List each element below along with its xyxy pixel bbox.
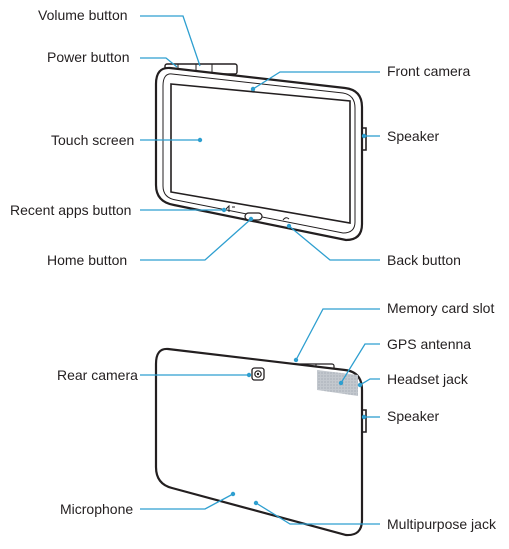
label-volume-button: Volume button xyxy=(38,7,128,23)
leader-power-button xyxy=(140,57,178,68)
recent-apps-icon[interactable] xyxy=(225,204,235,212)
touch-screen-area[interactable] xyxy=(170,83,351,224)
gps-antenna-region xyxy=(317,370,358,396)
dot-home-button xyxy=(248,216,254,222)
rear-side-speaker xyxy=(362,409,367,433)
label-rear-camera: Rear camera xyxy=(57,367,138,383)
leader-lines xyxy=(140,15,380,525)
leader-home-button xyxy=(140,218,252,261)
dot-front-camera xyxy=(250,86,256,92)
dot-back-button xyxy=(286,223,292,229)
label-memory-card-slot: Memory card slot xyxy=(387,300,495,316)
label-home-button: Home button xyxy=(47,252,128,268)
label-gps-antenna: GPS antenna xyxy=(387,336,472,352)
leader-front-camera xyxy=(252,71,380,90)
leader-microphone xyxy=(140,493,234,510)
leader-gps-antenna xyxy=(340,343,380,384)
leader-back-button xyxy=(288,225,380,261)
label-microphone: Microphone xyxy=(60,501,134,517)
dot-recent-apps xyxy=(221,207,227,213)
home-button-shape[interactable] xyxy=(244,212,263,221)
front-side-speaker xyxy=(362,127,367,151)
leader-volume-button xyxy=(140,15,201,67)
rear-tablet-body xyxy=(154,347,364,537)
front-view-tablet xyxy=(154,63,367,242)
label-speaker-front: Speaker xyxy=(387,128,440,144)
leader-memory-card-slot xyxy=(295,308,380,361)
label-multipurpose-jack: Multipurpose jack xyxy=(387,516,496,532)
label-touch-screen: Touch screen xyxy=(51,132,135,148)
dot-microphone xyxy=(230,491,236,497)
label-recent-apps-button: Recent apps button xyxy=(10,202,132,218)
dot-touch-screen xyxy=(197,137,203,143)
leader-headset-jack xyxy=(359,378,380,386)
dot-rear-camera xyxy=(246,372,252,378)
label-headset-jack: Headset jack xyxy=(387,371,468,387)
dot-memory-card-slot xyxy=(293,357,299,363)
dot-speaker-front xyxy=(361,133,367,139)
dot-gps-antenna xyxy=(338,380,344,386)
rear-view-tablet xyxy=(154,347,367,537)
leader-dots xyxy=(197,86,367,506)
back-button-icon[interactable] xyxy=(282,217,290,221)
leader-multipurpose-jack xyxy=(255,502,380,525)
dot-speaker-rear xyxy=(361,414,367,420)
dot-multipurpose-jack xyxy=(253,500,259,506)
label-power-button: Power button xyxy=(47,49,130,65)
label-speaker-rear: Speaker xyxy=(387,408,440,424)
label-back-button: Back button xyxy=(387,252,461,268)
label-front-camera: Front camera xyxy=(387,63,471,79)
dot-headset-jack xyxy=(357,382,363,388)
